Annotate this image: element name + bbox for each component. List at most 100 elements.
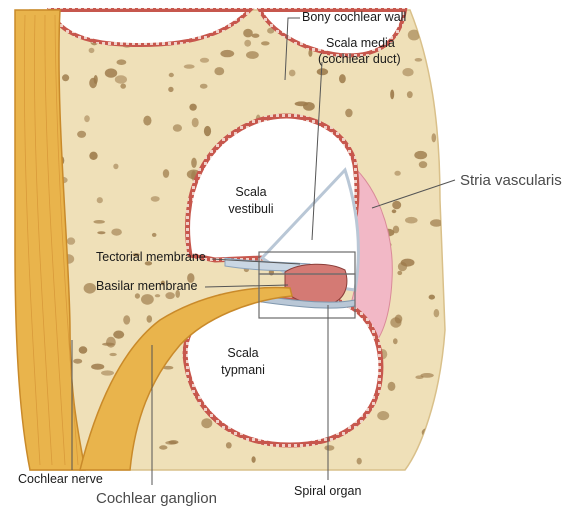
bone-pore (397, 271, 402, 275)
label-basilar-membrane: Basilar membrane (96, 279, 197, 293)
bone-pore (201, 418, 212, 428)
bone-pore (111, 229, 122, 236)
bone-pore (147, 315, 153, 322)
bone-pore (169, 73, 174, 77)
bone-pore (165, 441, 177, 445)
bone-pore (392, 209, 397, 213)
bone-pore (392, 201, 401, 210)
bone-pore (430, 18, 435, 26)
bone-pore (192, 118, 199, 127)
bone-pore (123, 315, 130, 324)
bone-pore (84, 115, 90, 122)
bone-pore (143, 116, 151, 126)
bone-pore (101, 370, 114, 375)
bone-pore (243, 29, 253, 38)
label-scala-media: Scala media (326, 36, 395, 50)
bone-pore (159, 445, 167, 449)
bone-pore (407, 91, 413, 98)
bone-pore (152, 233, 157, 237)
bone-pore (91, 364, 104, 370)
bone-pore (73, 359, 82, 364)
label-scala-tympani-1: Scala (218, 346, 268, 360)
bone-pore (434, 309, 440, 317)
bone-pore (377, 411, 389, 420)
label-cochlear-duct: (cochlear duct) (318, 52, 401, 66)
bone-pore (115, 75, 127, 83)
bone-pore (398, 262, 407, 271)
bone-pore (394, 171, 400, 176)
bone-pore (357, 458, 362, 465)
bone-pore (117, 59, 127, 65)
bone-pore (204, 126, 211, 136)
bone-pore (423, 20, 431, 27)
bone-pore (324, 445, 334, 451)
bone-pore (252, 34, 260, 38)
label-bony-cochlear-wall: Bony cochlear wall (302, 10, 406, 24)
bone-pore (252, 456, 256, 463)
bone-pore (345, 109, 352, 118)
label-cochlear-nerve: Cochlear nerve (18, 472, 103, 486)
label-scala-vestibuli-2: vestibuli (216, 202, 286, 216)
bone-pore (173, 124, 182, 132)
bone-pore (429, 295, 435, 300)
bone-pore (106, 337, 116, 348)
spiral-organ-shape (285, 264, 347, 304)
bone-pore (109, 353, 116, 356)
label-stria-vascularis: Stria vascularis (460, 172, 562, 189)
bone-pore (189, 104, 196, 111)
bone-pore (94, 75, 98, 84)
bone-pore (390, 317, 401, 327)
bone-pore (317, 68, 328, 75)
bone-pore (415, 58, 423, 62)
bone-pore (155, 294, 160, 297)
bone-pore (419, 161, 427, 168)
bone-pore (200, 84, 208, 89)
bone-pore (97, 231, 105, 234)
bone-pore (62, 74, 69, 81)
bone-pore (405, 217, 418, 224)
bone-pore (67, 237, 75, 244)
bone-pore (402, 68, 413, 76)
bone-pore (141, 294, 154, 305)
bone-pore (105, 68, 117, 77)
bone-pore (113, 331, 124, 339)
bone-pore (84, 283, 96, 294)
bone-pore (151, 196, 160, 202)
bone-pore (89, 152, 97, 160)
bone-pore (432, 133, 437, 142)
bone-pore (113, 164, 118, 170)
bone-pore (226, 442, 232, 448)
bone-pore (261, 41, 270, 45)
bone-pore (246, 51, 259, 59)
bone-pore (437, 24, 441, 29)
bone-pore (89, 48, 95, 53)
bone-pore (97, 197, 103, 203)
bone-pore (220, 50, 234, 57)
bone-pore (289, 70, 296, 77)
bone-pore (77, 131, 86, 138)
bone-pore (295, 101, 309, 106)
bone-pore (244, 40, 251, 47)
bone-pore (135, 293, 140, 298)
bone-pore (390, 90, 394, 100)
label-cochlear-ganglion: Cochlear ganglion (96, 490, 217, 507)
label-scala-vestibuli-1: Scala (226, 185, 276, 199)
bone-pore (93, 220, 105, 224)
bone-pore (214, 67, 224, 75)
bone-pore (393, 338, 398, 344)
bone-pore (168, 87, 173, 92)
bone-pore (184, 64, 195, 68)
bone-pore (191, 158, 197, 168)
bone-pore (120, 84, 126, 89)
label-scala-tympani-2: typmani (208, 363, 278, 377)
label-spiral-organ: Spiral organ (294, 484, 361, 498)
bone-pore (339, 74, 346, 83)
label-tectorial-membrane: Tectorial membrane (96, 250, 206, 264)
bone-pore (420, 373, 433, 378)
bone-pore (388, 382, 396, 391)
bone-pore (79, 346, 88, 353)
bone-pore (163, 169, 169, 178)
bone-pore (414, 151, 427, 159)
